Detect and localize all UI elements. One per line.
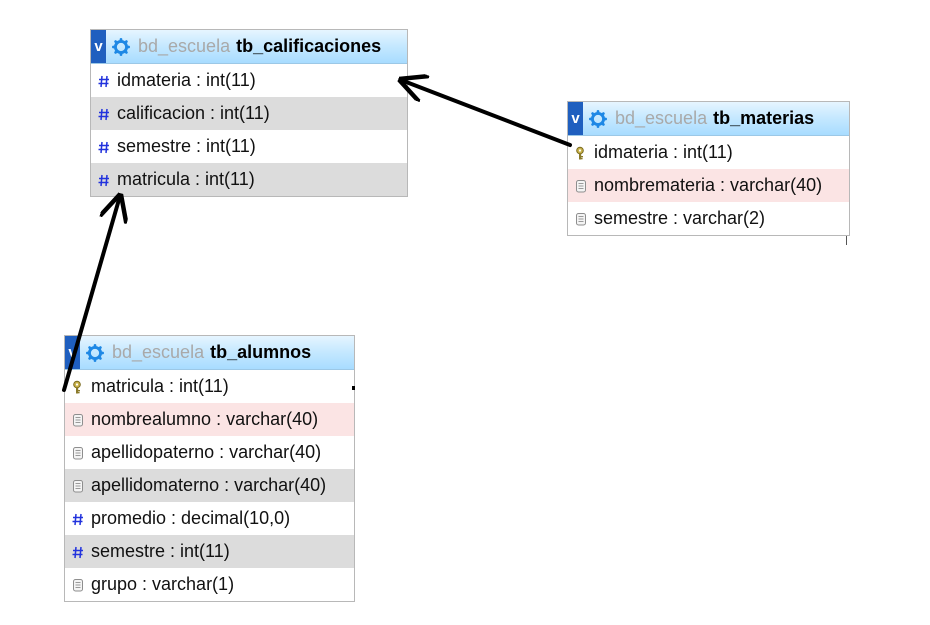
field-row[interactable]: calificacion : int(11)	[91, 97, 407, 130]
field-row[interactable]: matricula : int(11)	[65, 370, 354, 403]
field-row[interactable]: nombrealumno : varchar(40)	[65, 403, 354, 436]
field-row[interactable]: nombremateria : varchar(40)	[568, 169, 849, 202]
table-name: tb_alumnos	[210, 342, 312, 362]
database-name: bd_escuela	[112, 342, 205, 362]
field-label: nombrealumno : varchar(40)	[91, 409, 319, 429]
field-label: semestre : int(11)	[91, 541, 230, 561]
collapse-toggle-icon[interactable]: v	[568, 102, 583, 135]
table-tb-alumnos[interactable]: v bd_escuela tb_alumnos matricula : int(…	[64, 335, 355, 602]
table-header[interactable]: v bd_escuela tb_calificaciones	[91, 30, 407, 64]
table-name: tb_calificaciones	[236, 36, 382, 56]
relation-arrow-alumnos-to-calificaciones	[62, 196, 120, 392]
field-label: semestre : int(11)	[117, 136, 256, 156]
field-label: apellidomaterno : varchar(40)	[91, 475, 327, 495]
field-row[interactable]: apellidomaterno : varchar(40)	[65, 469, 354, 502]
collapse-toggle-icon[interactable]: v	[91, 30, 106, 63]
field-row[interactable]: semestre : varchar(2)	[568, 202, 849, 235]
field-label: grupo : varchar(1)	[91, 574, 235, 594]
field-label: apellidopaterno : varchar(40)	[91, 442, 322, 462]
field-label: matricula : int(11)	[117, 169, 255, 189]
stray-dot	[352, 386, 355, 390]
field-label: semestre : varchar(2)	[594, 208, 766, 228]
field-row[interactable]: idmateria : int(11)	[568, 136, 849, 169]
field-row[interactable]: apellidopaterno : varchar(40)	[65, 436, 354, 469]
field-label: nombremateria : varchar(40)	[594, 175, 823, 195]
field-row[interactable]: semestre : int(11)	[91, 130, 407, 163]
stray-tick	[846, 236, 847, 245]
table-tb-calificaciones[interactable]: v bd_escuela tb_calificaciones idmateria…	[90, 29, 408, 197]
field-label: matricula : int(11)	[91, 376, 229, 396]
database-name: bd_escuela	[138, 36, 231, 56]
table-header[interactable]: v bd_escuela tb_materias	[568, 102, 849, 136]
table-header[interactable]: v bd_escuela tb_alumnos	[65, 336, 354, 370]
field-label: promedio : decimal(10,0)	[91, 508, 291, 528]
database-name: bd_escuela	[615, 108, 708, 128]
field-label: calificacion : int(11)	[117, 103, 270, 123]
field-row[interactable]: grupo : varchar(1)	[65, 568, 354, 601]
table-tb-materias[interactable]: v bd_escuela tb_materias idmateria : int…	[567, 101, 850, 236]
field-label: idmateria : int(11)	[117, 70, 256, 90]
field-label: idmateria : int(11)	[594, 142, 733, 162]
field-row[interactable]: semestre : int(11)	[65, 535, 354, 568]
field-row[interactable]: idmateria : int(11)	[91, 64, 407, 97]
table-name: tb_materias	[713, 108, 815, 128]
field-row[interactable]: matricula : int(11)	[91, 163, 407, 196]
relation-arrow-materias-to-calificaciones	[401, 80, 572, 147]
field-row[interactable]: promedio : decimal(10,0)	[65, 502, 354, 535]
